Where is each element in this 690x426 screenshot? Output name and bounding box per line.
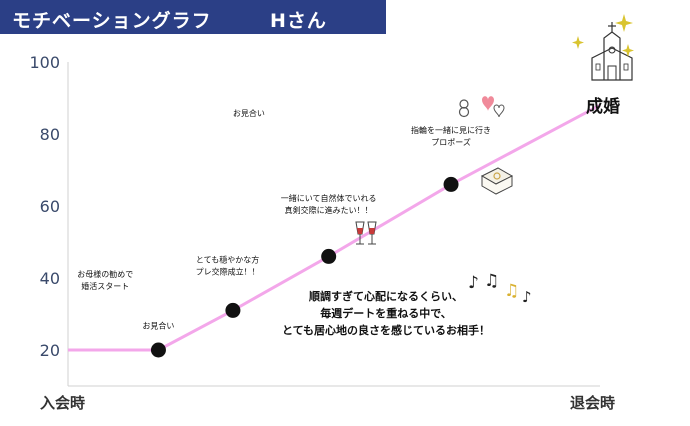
data-point — [443, 176, 459, 192]
sparkle-icon — [615, 14, 633, 32]
milestone-note-line: お見合い — [233, 108, 265, 118]
milestone-note-line: お見合い — [142, 320, 174, 330]
data-point — [321, 248, 337, 264]
y-tick-label: 100 — [29, 53, 60, 72]
svg-text:♪: ♪ — [522, 288, 532, 306]
page-title: モチベーショングラフ — [12, 10, 212, 32]
milestone-note-line: プロポーズ — [431, 137, 471, 147]
wine-glasses-icon — [355, 221, 377, 245]
milestone-note-line: プレ交際成立！！ — [196, 266, 260, 276]
x-axis-start-label: 入会時 — [40, 394, 85, 412]
ring-box-icon — [480, 167, 514, 195]
y-tick-label: 40 — [40, 269, 60, 288]
music-notes-icon: ♪ ♫ ♫ ♪ — [468, 271, 532, 306]
goal-label: 成婚 — [586, 96, 620, 117]
y-tick-label: 80 — [40, 125, 60, 144]
header-banner: モチベーショングラフ Hさん — [0, 0, 386, 34]
milestone-note: お見合い — [233, 108, 265, 118]
x-axis-end-label: 退会時 — [570, 394, 615, 412]
milestone-note-line: とても穏やかな方 — [196, 254, 259, 264]
milestone-note-line: お母様の勧めで — [77, 269, 133, 279]
remark-line: とても居心地の良さを感じているお相手！ — [282, 323, 490, 337]
remark-line: 毎週デートを重ねる中で、 — [320, 306, 452, 320]
milestone-note-line: 一緒にいて自然体でいれる — [281, 193, 377, 203]
motivation-line — [68, 103, 601, 352]
hearts-icon — [458, 96, 505, 118]
milestone-note-line: 真剣交際に進みたい！！ — [285, 205, 373, 215]
milestone-note-line: 指輪を一緒に見に行き — [411, 125, 491, 135]
milestone-note: お見合い — [142, 320, 174, 330]
data-point — [225, 302, 241, 318]
svg-text:♪: ♪ — [468, 273, 479, 293]
y-tick-label: 20 — [40, 341, 60, 360]
remark-line: 順調すぎて心配になるくらい、 — [309, 289, 463, 303]
svg-text:♫: ♫ — [484, 271, 499, 291]
y-tick-label: 60 — [40, 197, 60, 216]
sparkle-icon — [572, 36, 584, 49]
data-point — [150, 342, 166, 358]
member-name: Hさん — [270, 10, 327, 32]
church-icon — [591, 22, 633, 81]
milestone-note-line: 婚活スタート — [81, 281, 129, 291]
sparkle-icon — [622, 44, 634, 57]
svg-text:♫: ♫ — [504, 281, 519, 301]
